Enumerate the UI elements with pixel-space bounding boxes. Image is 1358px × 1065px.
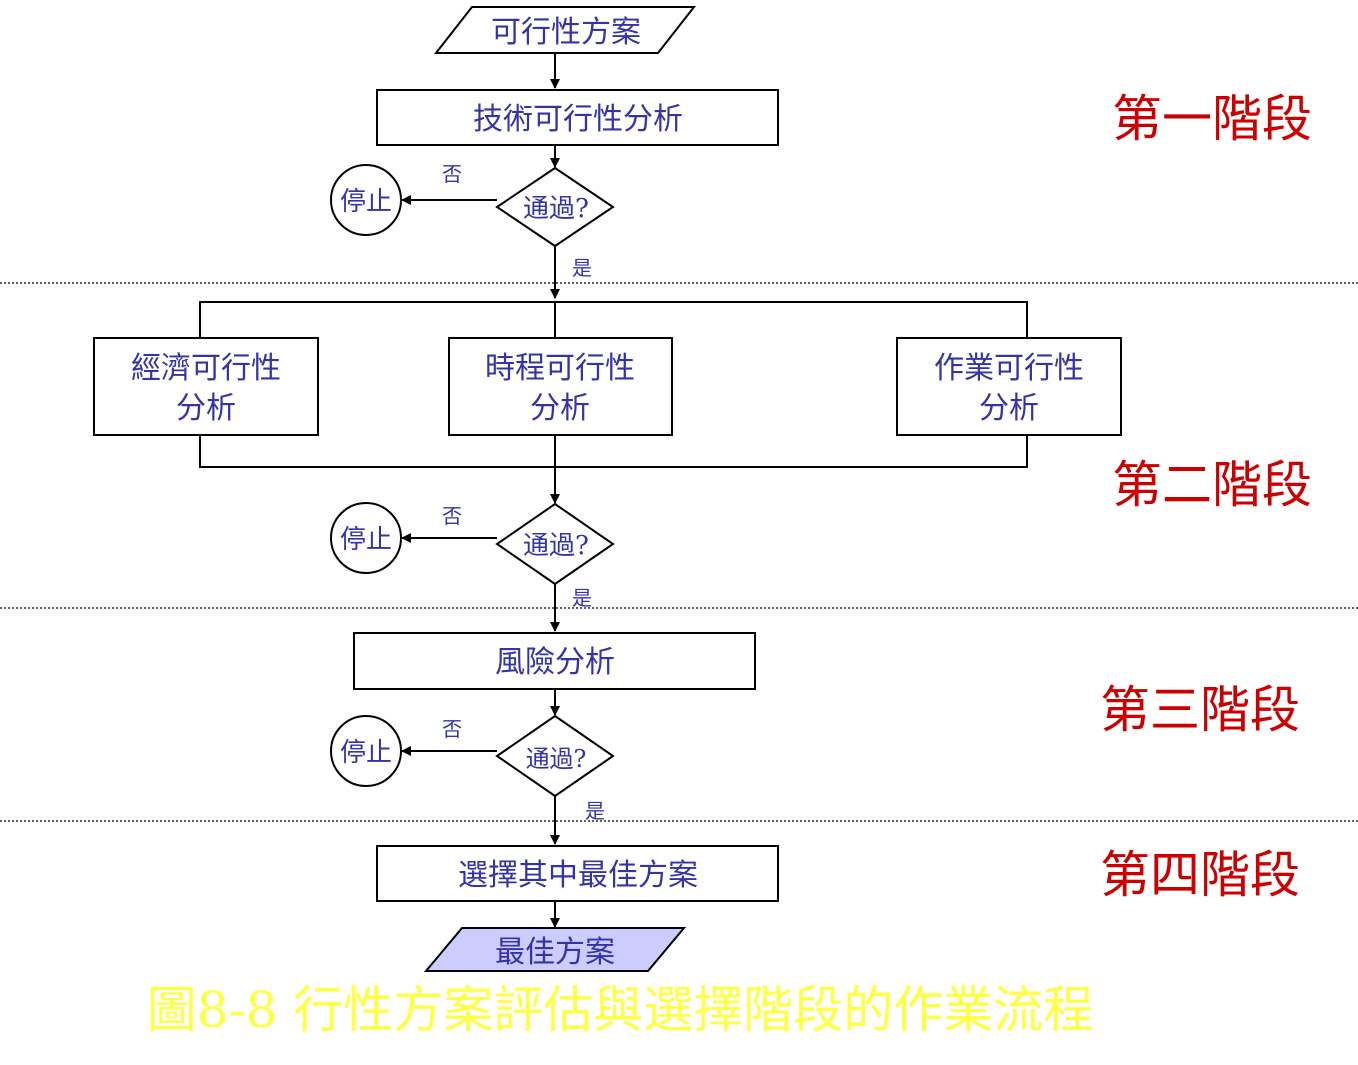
decision-2: 通過? <box>495 502 615 586</box>
stage-2-label: 第二階段 <box>1112 456 1312 514</box>
split-line <box>199 301 1028 338</box>
final-node: 最佳方案 <box>423 927 687 972</box>
stop-node-3-label: 停止 <box>340 738 392 768</box>
stop-node-1-label: 停止 <box>340 187 392 217</box>
decision-1-yes-label: 是 <box>572 256 592 280</box>
decision-1-no-label: 否 <box>442 162 462 186</box>
risk-analysis-label: 風險分析 <box>495 645 615 680</box>
decision-2-label: 通過? <box>523 531 589 561</box>
risk-analysis-box: 風險分析 <box>353 632 756 690</box>
stop-node-1: 停止 <box>330 164 402 236</box>
economic-analysis-label-line1: 經濟可行性 <box>131 351 281 386</box>
stage-3-label: 第三階段 <box>1100 681 1300 739</box>
decision-3: 通過? <box>495 714 615 798</box>
technical-analysis-box: 技術可行性分析 <box>376 89 779 146</box>
start-node-label: 可行性方案 <box>491 15 641 50</box>
figure-caption: 圖8-8 行性方案評估與選擇階段的作業流程 <box>147 981 1093 1039</box>
merge-line <box>199 435 1028 468</box>
final-node-label: 最佳方案 <box>495 935 615 970</box>
start-node: 可行性方案 <box>433 6 697 54</box>
economic-analysis-label-line2: 分析 <box>176 391 236 426</box>
decision-3-label: 通過? <box>526 745 587 773</box>
decision-1: 通過? <box>495 166 615 248</box>
stage-1-label: 第一階段 <box>1112 90 1312 148</box>
technical-analysis-label: 技術可行性分析 <box>473 102 683 137</box>
decision-2-no-label: 否 <box>442 504 462 528</box>
operational-analysis-label-line2: 分析 <box>979 391 1039 426</box>
schedule-analysis-label-line2: 分析 <box>530 391 590 426</box>
select-best-label: 選擇其中最佳方案 <box>458 858 698 893</box>
stage-4-label: 第四階段 <box>1100 846 1300 904</box>
stop-node-3: 停止 <box>330 715 402 787</box>
stop-node-2-label: 停止 <box>340 525 392 555</box>
operational-analysis-box: 作業可行性 分析 <box>896 337 1122 436</box>
decision-1-label: 通過? <box>523 194 589 224</box>
operational-analysis-label-line1: 作業可行性 <box>934 351 1084 386</box>
economic-analysis-box: 經濟可行性 分析 <box>93 337 319 436</box>
decision-2-yes-label: 是 <box>572 586 592 610</box>
decision-3-no-label: 否 <box>442 717 462 741</box>
schedule-analysis-label-line1: 時程可行性 <box>485 351 635 386</box>
decision-3-yes-label: 是 <box>585 799 605 823</box>
select-best-box: 選擇其中最佳方案 <box>376 845 779 902</box>
schedule-analysis-box: 時程可行性 分析 <box>448 337 673 436</box>
stop-node-2: 停止 <box>330 502 402 574</box>
